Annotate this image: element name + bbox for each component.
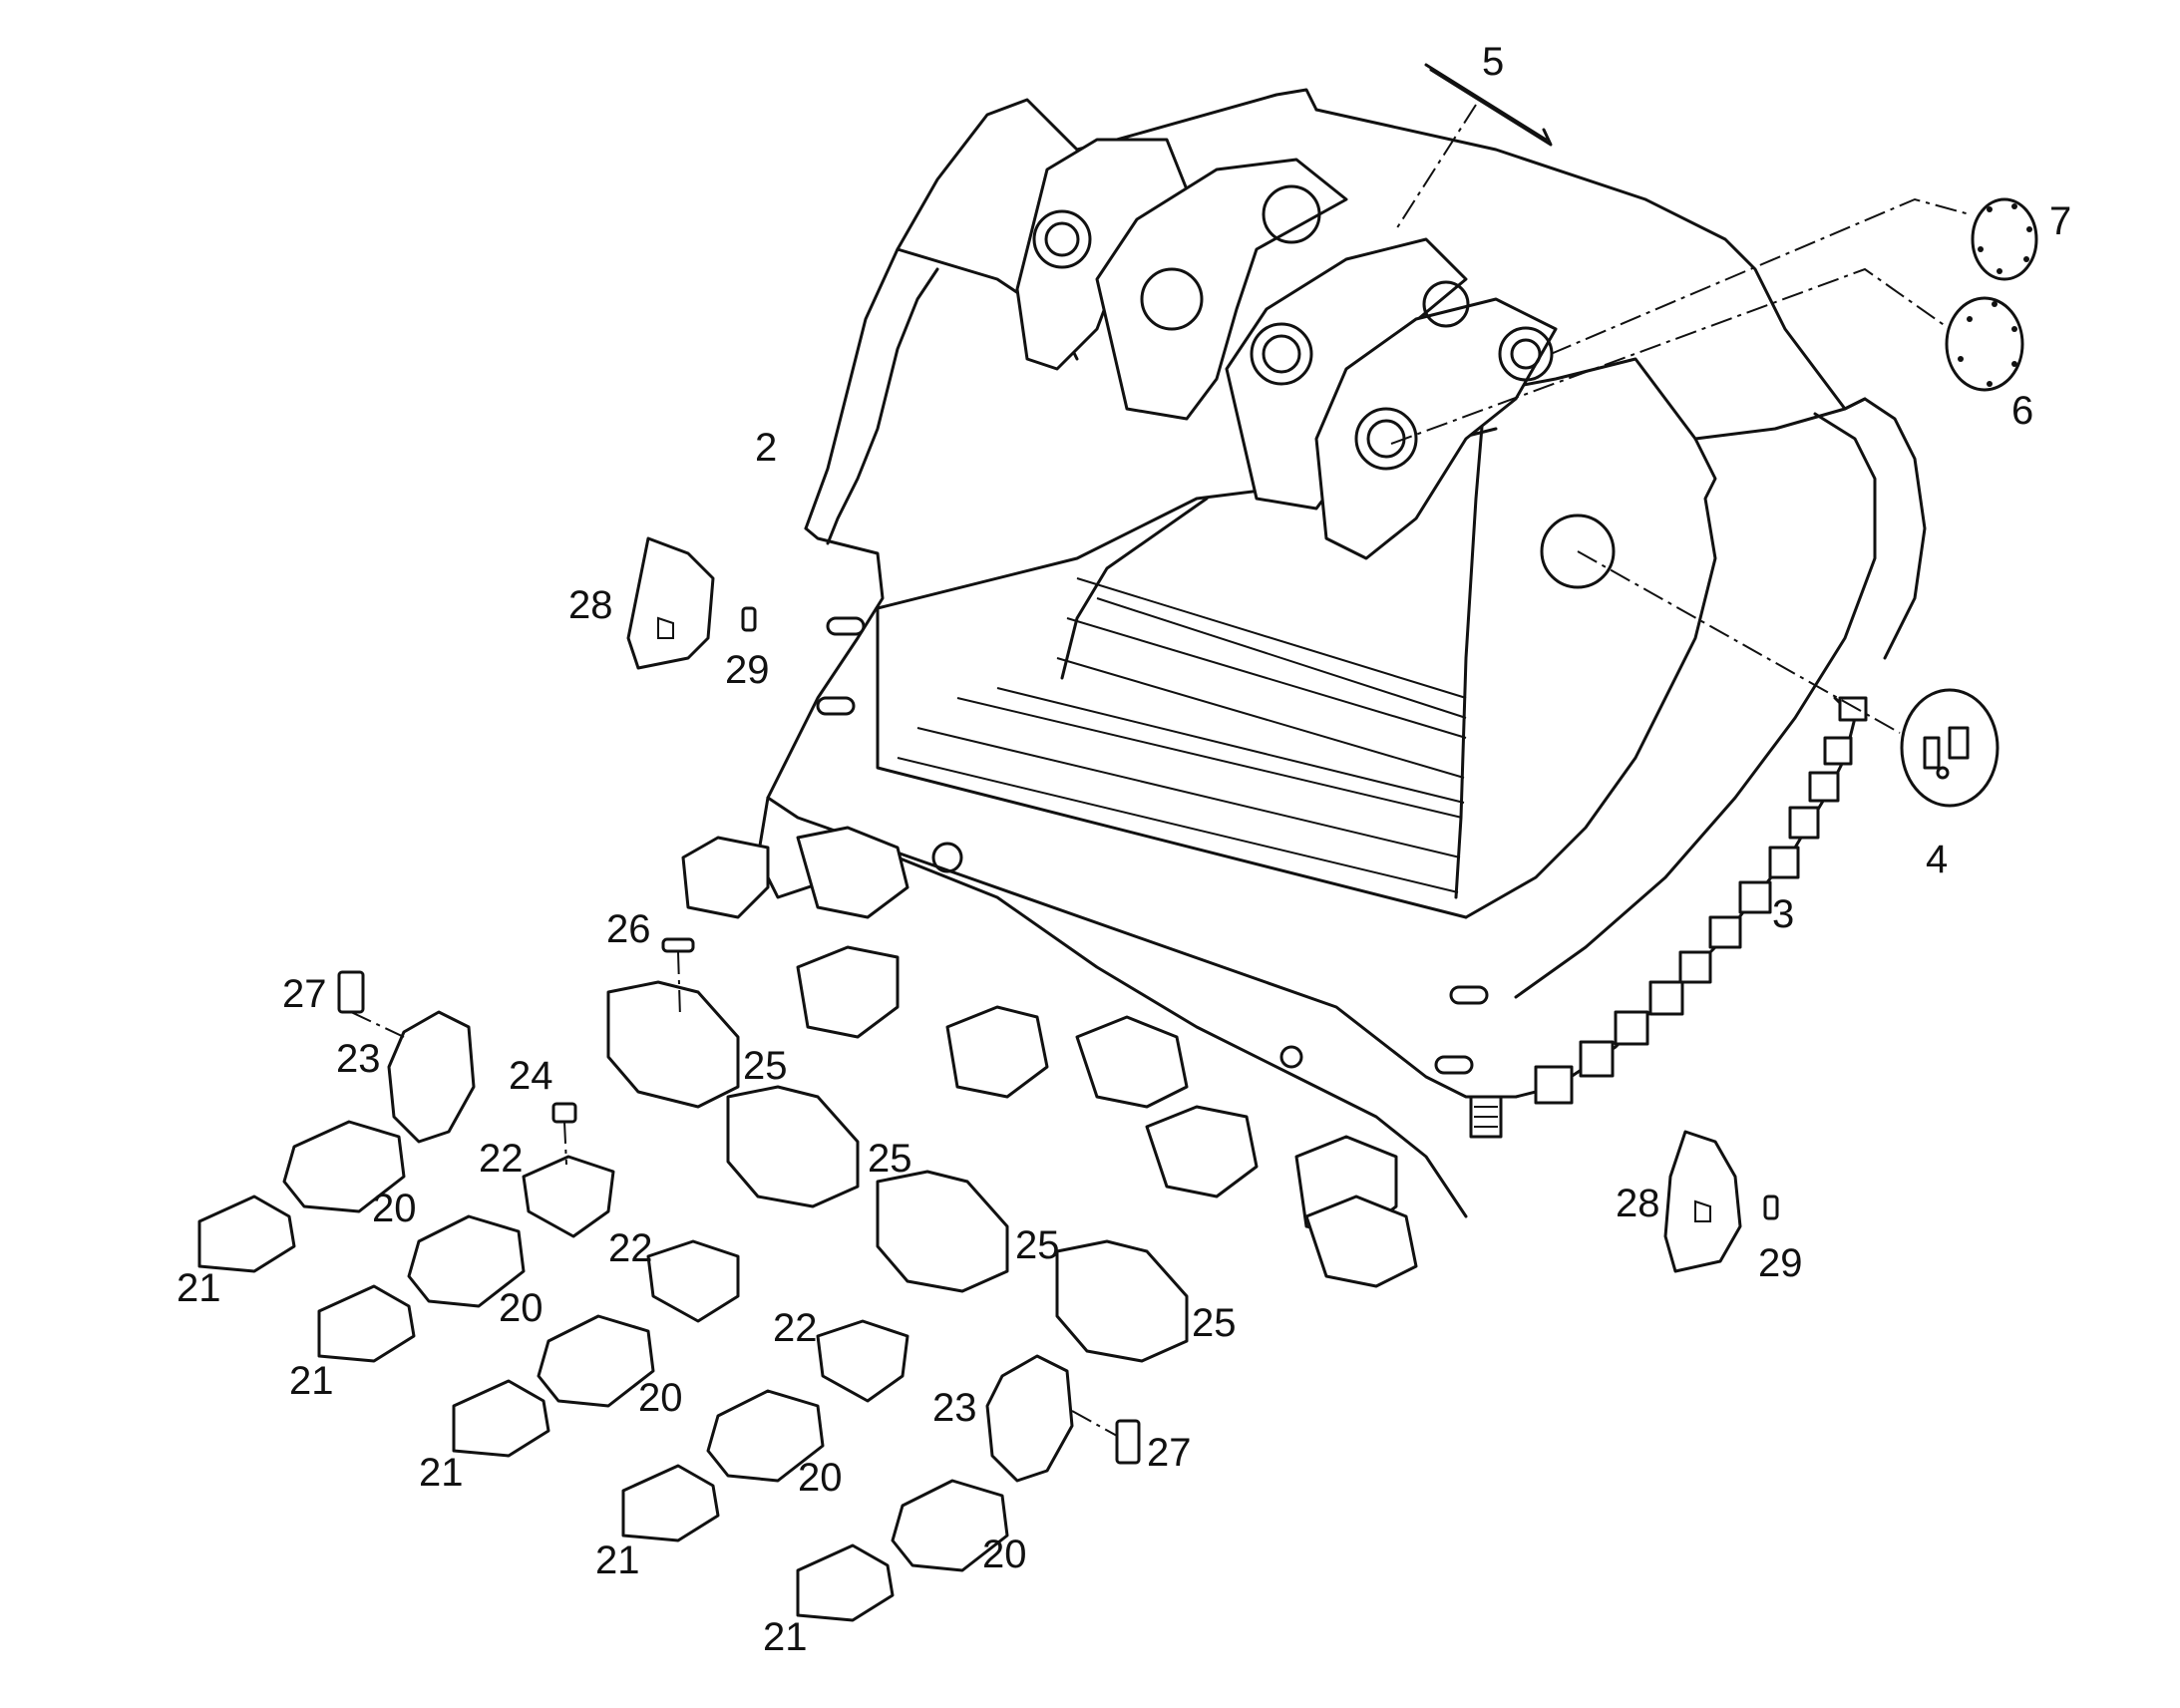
callout-25-2: 25 (868, 1137, 912, 1181)
part-20-tooth-adapters (282, 1120, 1009, 1572)
part-29-right-pin (1763, 1195, 1779, 1220)
callout-21-2: 21 (289, 1359, 334, 1403)
callout-6: 6 (2011, 389, 2033, 433)
part-27-left-lock (337, 970, 365, 1014)
part-28-left-side-protector (626, 536, 715, 670)
part-22-wear-plate-3 (816, 1319, 909, 1403)
callout-21-4: 21 (595, 1538, 640, 1582)
callout-22-1: 22 (479, 1137, 524, 1181)
part-25-lip-shrouds (606, 980, 1189, 1363)
part-23-right-adapter (985, 1354, 1074, 1483)
lip-adapters (681, 826, 1418, 1288)
part-24-pin (551, 1102, 577, 1124)
leader-7 (1550, 197, 1971, 355)
callout-24: 24 (509, 1054, 553, 1098)
part-26-retainer (661, 937, 695, 953)
callout-4: 4 (1926, 838, 1948, 881)
part-23-left-adapter (387, 1010, 476, 1144)
leader-6 (1390, 267, 1951, 445)
callout-22-3: 22 (773, 1306, 818, 1350)
callout-29-left: 29 (725, 648, 770, 692)
callout-20-5: 20 (982, 1533, 1027, 1576)
callout-23-right: 23 (932, 1386, 977, 1430)
callout-20-2: 20 (499, 1286, 544, 1330)
leader-5 (1395, 104, 1477, 230)
callout-21-1: 21 (177, 1266, 221, 1310)
side-shroud-row (1534, 696, 1868, 1105)
callout-23-left: 23 (336, 1037, 381, 1081)
callout-2: 2 (755, 426, 777, 470)
part-6-cover (1945, 296, 2024, 392)
callout-21-3: 21 (419, 1451, 464, 1495)
hitch-lugs (1015, 138, 1558, 560)
callout-20-4: 20 (798, 1456, 843, 1500)
callout-29-right: 29 (1758, 1241, 1803, 1285)
callout-labels: 2 3 4 5 6 7 28 29 28 29 26 27 27 23 23 2… (177, 40, 2071, 1659)
callout-27-right: 27 (1147, 1431, 1192, 1475)
callout-26: 26 (606, 907, 651, 951)
callout-3: 3 (1772, 892, 1794, 936)
callout-25-4: 25 (1192, 1301, 1237, 1345)
callout-7: 7 (2049, 199, 2071, 243)
part-27-right-lock (1115, 1419, 1141, 1465)
part-22-wear-plate-2 (646, 1239, 740, 1323)
callout-27-left: 27 (282, 972, 327, 1016)
part-28-right-side-protector (1663, 1130, 1742, 1273)
part-21-teeth (197, 1195, 895, 1622)
leader-4 (1577, 550, 1901, 734)
callout-28-right: 28 (1616, 1182, 1660, 1225)
callout-20-3: 20 (638, 1376, 683, 1420)
callout-25-1: 25 (743, 1044, 788, 1088)
cover-bolts (1958, 203, 2032, 387)
callout-28-left: 28 (568, 583, 613, 627)
part-7-cover (1971, 197, 2038, 281)
callout-21-5: 21 (763, 1615, 808, 1659)
callout-5: 5 (1482, 40, 1504, 84)
part-5-wear-strip (1424, 63, 1553, 147)
callout-22-2: 22 (608, 1226, 653, 1270)
liner-bars (897, 577, 1467, 893)
callout-25-3: 25 (1015, 1223, 1060, 1267)
callout-20-1: 20 (372, 1187, 417, 1230)
leader-26 (677, 951, 681, 1018)
leader-24 (563, 1121, 567, 1166)
bucket-body (681, 88, 1927, 1288)
part-29-left-pin (741, 606, 757, 632)
leader-27b (1071, 1410, 1118, 1437)
leader-27a (350, 1011, 405, 1038)
part-22-wear-plate-1 (522, 1155, 615, 1238)
